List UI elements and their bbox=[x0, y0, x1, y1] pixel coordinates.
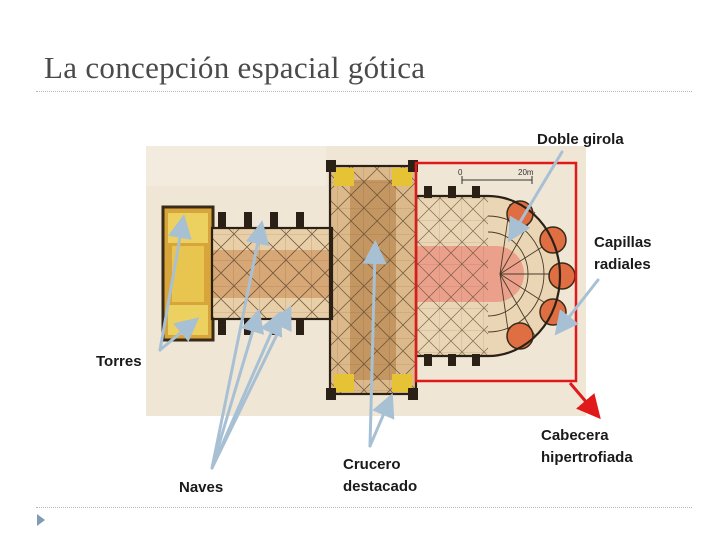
naves-arrow-1 bbox=[210, 220, 270, 470]
label-crucero-line2: destacado bbox=[343, 478, 418, 495]
crucero-arrow-2 bbox=[368, 392, 395, 448]
torres-arrow-lower bbox=[158, 317, 200, 352]
footer-divider bbox=[36, 507, 692, 508]
label-cabecera-line1: Cabecera bbox=[541, 427, 609, 444]
label-capillas-line1: Capillas bbox=[594, 234, 652, 251]
title-divider bbox=[36, 91, 692, 92]
label-cabecera-hipertrofiada: Cabecera hipertrofiada bbox=[541, 425, 633, 469]
scale-end-label: 20m bbox=[518, 168, 534, 177]
label-naves: Naves bbox=[179, 479, 224, 496]
label-capillas-radiales: Capillas radiales bbox=[594, 232, 652, 276]
crucero-arrow-1 bbox=[362, 240, 387, 448]
label-cabecera-line2: hipertrofiada bbox=[541, 449, 633, 466]
label-crucero-destacado: Crucero destacado bbox=[343, 454, 417, 498]
cabecera-highlight-box bbox=[414, 161, 578, 383]
label-crucero-line1: Crucero bbox=[343, 456, 401, 473]
towers-block bbox=[161, 205, 215, 342]
label-doble-girola: Doble girola bbox=[537, 131, 624, 148]
scale-start-label: 0 bbox=[458, 168, 463, 177]
next-slide-arrow-icon[interactable] bbox=[37, 514, 45, 526]
naves-arrow-4 bbox=[210, 305, 292, 470]
doble-girola-arrow bbox=[507, 150, 564, 243]
cabecera-arrow bbox=[568, 382, 601, 420]
scale-bar: 0 20m bbox=[458, 168, 534, 184]
naves-arrow-2 bbox=[210, 308, 265, 470]
capillas-arrow bbox=[554, 278, 600, 336]
naves-block bbox=[212, 228, 332, 319]
label-capillas-line2: radiales bbox=[594, 256, 651, 273]
torres-arrow-upper bbox=[158, 214, 192, 352]
label-torres: Torres bbox=[96, 353, 142, 370]
slide-title: La concepción espacial gótica bbox=[44, 50, 426, 85]
